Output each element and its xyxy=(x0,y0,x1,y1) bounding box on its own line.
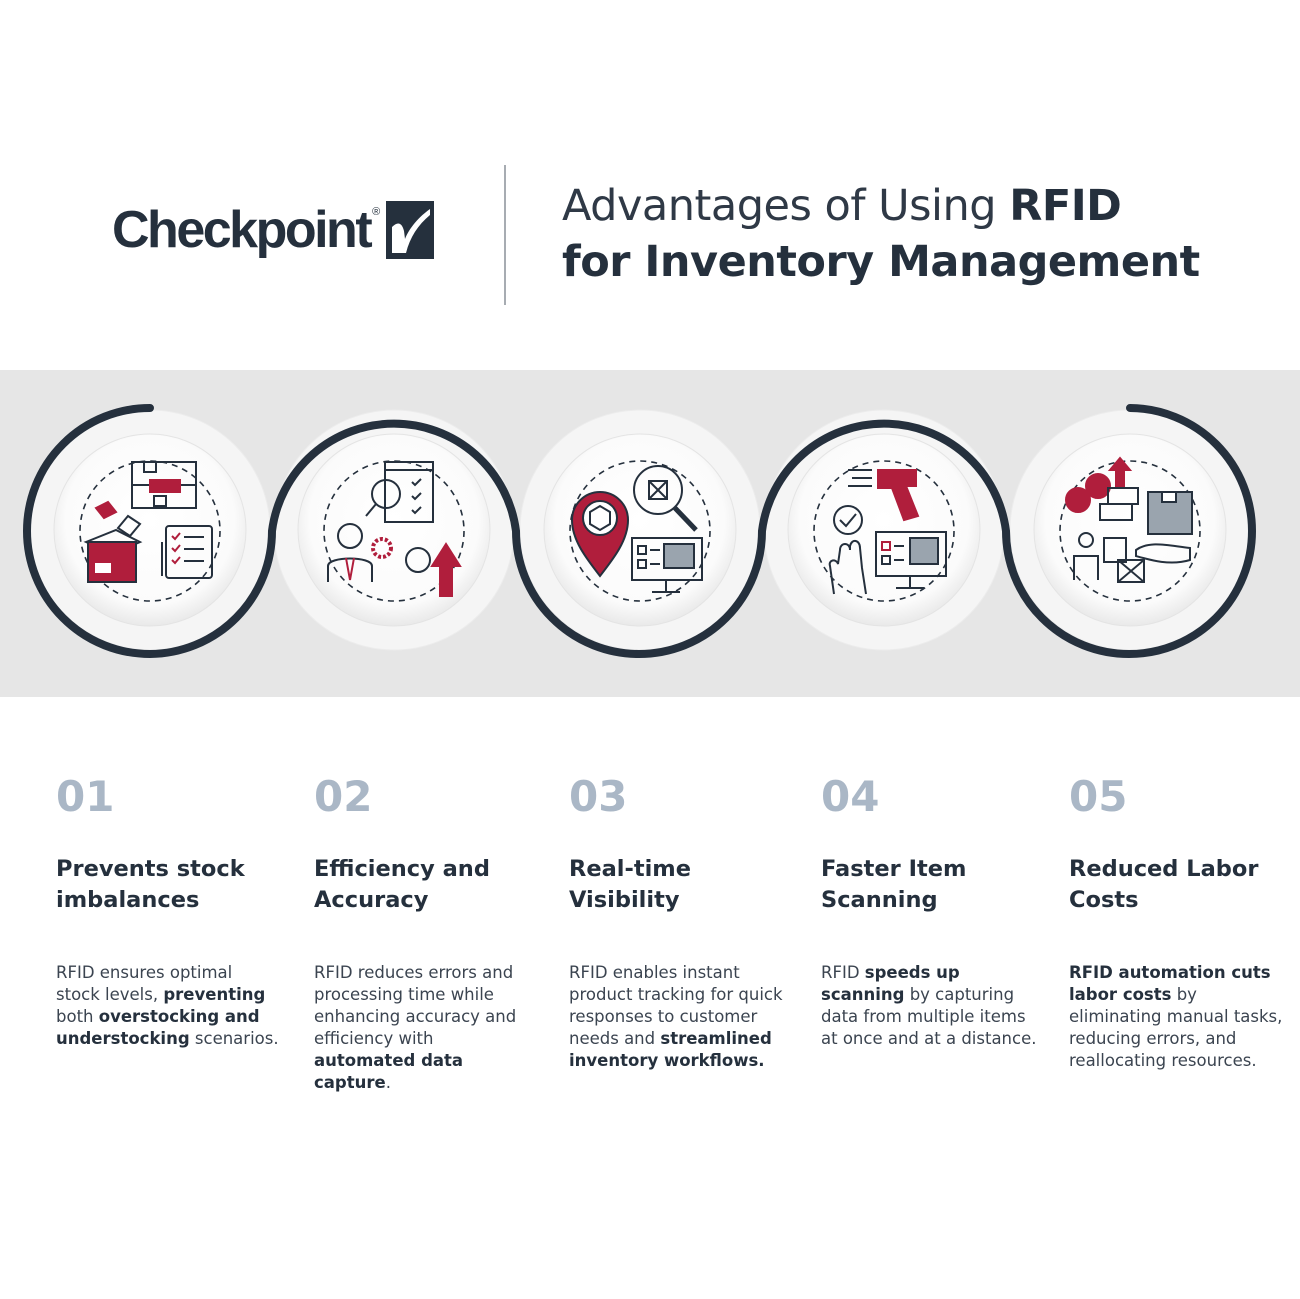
scanner-hand-monitor-icon xyxy=(828,469,947,595)
desc-part: . xyxy=(385,1073,391,1092)
registered-mark: ® xyxy=(372,206,381,218)
advantage-number: 04 xyxy=(821,772,880,821)
heading-line2: Scanning xyxy=(821,887,938,913)
heading-line1: Prevents stock xyxy=(56,856,245,882)
icon-band-graphic xyxy=(23,404,1257,659)
desc-bold: preventing xyxy=(163,985,266,1004)
desc-part: RFID enables instant product tracking fo… xyxy=(569,963,783,1048)
advantage-heading: Real-time Visibility xyxy=(569,854,789,918)
heading-line2: Costs xyxy=(1069,887,1139,913)
advantage-01: 01 Prevents stock imbalances RFID ensure… xyxy=(56,770,281,1050)
desc-part: RFID reduces errors and processing time … xyxy=(314,963,517,1048)
desc-part: RFID ensures optimal stock levels, xyxy=(56,963,233,1004)
advantage-description: RFID automation cuts labor costs by elim… xyxy=(1069,962,1291,1072)
title-line2: for Inventory Management xyxy=(562,237,1200,287)
desc-bold: automated data capture xyxy=(314,1051,464,1092)
desc-part: by capturing data from multiple items at… xyxy=(821,985,1037,1048)
heading-line2: Accuracy xyxy=(314,887,429,913)
money-box-hand-worker-icon xyxy=(1065,456,1193,583)
advantage-heading: Efficiency and Accuracy xyxy=(314,854,539,918)
heading-line1: Reduced Labor xyxy=(1069,856,1259,882)
advantage-05: 05 Reduced Labor Costs RFID automation c… xyxy=(1069,770,1291,1072)
advantage-heading: Prevents stock imbalances xyxy=(56,854,281,918)
heading-line2: Visibility xyxy=(569,887,680,913)
checkpoint-logo: Checkpoint ® xyxy=(112,200,435,260)
shelf-boxes-checklist-icon xyxy=(83,461,213,583)
advantage-number: 05 xyxy=(1069,772,1128,821)
heading-line1: Faster Item xyxy=(821,856,967,882)
advantage-description: RFID reduces errors and processing time … xyxy=(314,962,539,1094)
page-title: Advantages of Using RFID for Inventory M… xyxy=(562,178,1282,290)
desc-part: RFID xyxy=(821,963,865,982)
heading-line1: Efficiency and xyxy=(314,856,490,882)
progress-wave xyxy=(23,404,1257,659)
advantage-heading: Reduced Labor Costs xyxy=(1069,854,1291,918)
person-gear-growth-icon xyxy=(327,461,462,597)
advantage-03: 03 Real-time Visibility RFID enables ins… xyxy=(569,770,789,1072)
logo-wordmark: Checkpoint xyxy=(112,201,373,259)
desc-part: by eliminating manual tasks, reducing er… xyxy=(1069,985,1283,1070)
desc-part: both xyxy=(56,1007,99,1026)
icon-band xyxy=(0,370,1300,697)
advantage-04: 04 Faster Item Scanning RFID speeds up s… xyxy=(821,770,1041,1050)
advantage-description: RFID enables instant product tracking fo… xyxy=(569,962,789,1072)
header-divider xyxy=(504,165,506,305)
title-rfid: RFID xyxy=(1009,181,1122,231)
advantage-number: 02 xyxy=(314,772,373,821)
checkpoint-mark-icon xyxy=(386,201,435,259)
title-light: Advantages of Using xyxy=(562,181,1010,231)
advantage-description: RFID ensures optimal stock levels, preve… xyxy=(56,962,281,1050)
desc-bold: overstocking and understocking xyxy=(56,1007,260,1048)
advantage-number: 01 xyxy=(56,772,115,821)
desc-bold: streamlined inventory workflows. xyxy=(569,1029,772,1070)
heading-line1: Real-time xyxy=(569,856,691,882)
location-pin-monitor-search-icon xyxy=(570,465,703,593)
advantage-number: 03 xyxy=(569,772,628,821)
heading-line2: imbalances xyxy=(56,887,200,913)
advantage-heading: Faster Item Scanning xyxy=(821,854,1041,918)
desc-bold: speeds up scanning xyxy=(821,963,960,1004)
desc-part: scenarios. xyxy=(189,1029,279,1048)
advantage-02: 02 Efficiency and Accuracy RFID reduces … xyxy=(314,770,539,1094)
advantage-description: RFID speeds up scanning by capturing dat… xyxy=(821,962,1041,1050)
desc-bold: RFID automation cuts labor costs xyxy=(1069,963,1271,1004)
